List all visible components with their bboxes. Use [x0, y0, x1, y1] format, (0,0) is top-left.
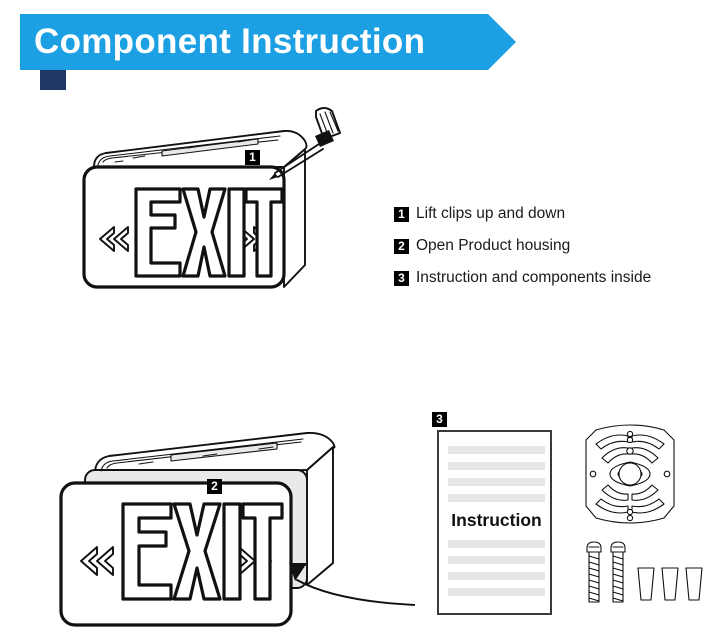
wall-anchors: [637, 567, 703, 601]
banner-shape: [20, 14, 516, 90]
callout-leader-arrow: [289, 563, 415, 606]
figure-exit-sign-top: [82, 107, 341, 289]
sheet-placeholder-line: [448, 462, 545, 470]
screwdriver-icon: [269, 107, 341, 180]
mounting-plate-bracket: [585, 424, 675, 524]
step-label-2: Open Product housing: [416, 237, 571, 254]
callout-badge-2: 2: [207, 479, 222, 494]
callout-badge-1: 1: [245, 150, 260, 165]
step-item-2: 2 Open Product housing: [394, 231, 714, 261]
sheet-placeholder-line: [448, 556, 545, 564]
callout-badge-3: 3: [432, 412, 447, 427]
front-faceplate: [59, 481, 293, 627]
step-item-1: 1 Lift clips up and down: [394, 199, 714, 229]
instruction-sheet: Instruction: [437, 430, 552, 615]
step-badge-1: 1: [394, 206, 409, 222]
title-banner: Component Instruction: [20, 14, 516, 90]
figure-exit-sign-opened: [59, 431, 415, 627]
mounting-screws: [586, 541, 626, 603]
step-badge-2: 2: [394, 238, 409, 254]
banner-arrow-body: [20, 14, 516, 70]
exit-face-artwork-top: [99, 187, 284, 278]
steps-list: 1 Lift clips up and down 2 Open Product …: [394, 199, 714, 295]
figure-hardware-parts: [585, 424, 703, 603]
sheet-placeholder-line: [448, 478, 545, 486]
instruction-sheet-title: Instruction: [451, 510, 542, 530]
page-title: Component Instruction: [34, 22, 426, 61]
sheet-placeholder-line: [448, 572, 545, 580]
step-badge-3: 3: [394, 270, 409, 286]
sheet-placeholder-line: [448, 446, 545, 454]
step-label-1: Lift clips up and down: [416, 205, 566, 222]
step-item-3: 3 Instruction and components inside: [394, 263, 714, 293]
sheet-placeholder-line: [448, 494, 545, 502]
sheet-placeholder-line: [448, 588, 545, 596]
sheet-placeholder-line: [448, 540, 545, 548]
step-label-3: Instruction and components inside: [416, 269, 652, 286]
